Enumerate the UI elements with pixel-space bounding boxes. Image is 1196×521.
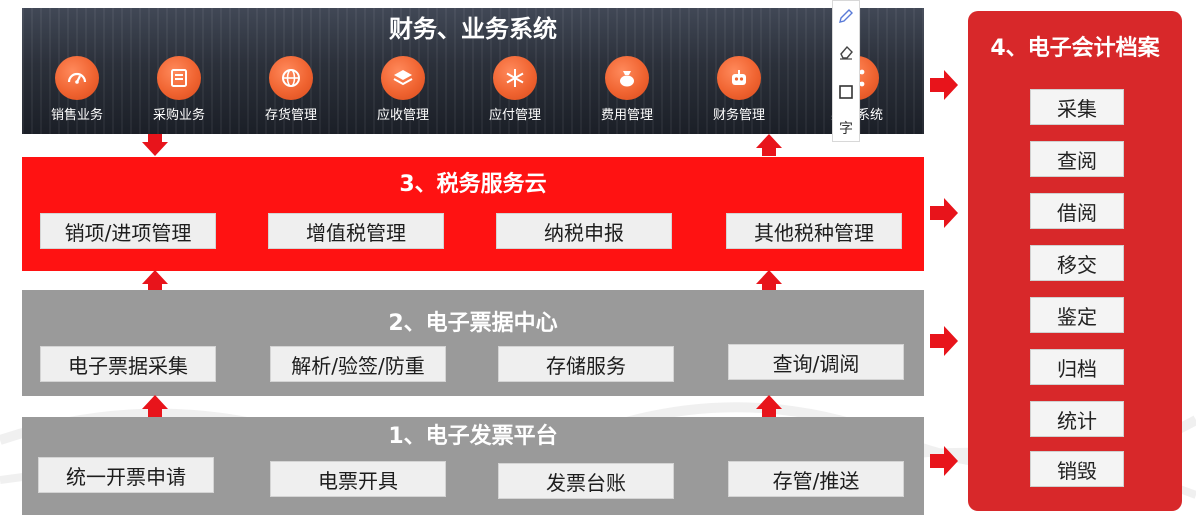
- biz-item-sales[interactable]: 销售业务: [22, 56, 132, 125]
- arrow-up-to-tax-left: [142, 270, 168, 292]
- money-bag-icon: [605, 56, 649, 100]
- annotation-toolbar: 字: [832, 0, 860, 142]
- archive-item-collect[interactable]: 采集: [1030, 89, 1124, 125]
- arrow-right-einv: [930, 446, 958, 476]
- archive-item-destroy[interactable]: 销毁: [1030, 451, 1124, 487]
- eraser-icon[interactable]: [833, 39, 859, 65]
- document-icon: [157, 56, 201, 100]
- ebill-item-storage[interactable]: 存储服务: [498, 346, 674, 382]
- biz-label: 存货管理: [264, 108, 317, 123]
- globe-icon: [269, 56, 313, 100]
- einv-item-apply[interactable]: 统一开票申请: [38, 457, 214, 493]
- biz-item-finance[interactable]: 财务管理: [684, 56, 794, 125]
- arrow-up-to-ebill-left: [142, 395, 168, 417]
- einv-item-ledger[interactable]: 发票台账: [498, 463, 674, 499]
- gauge-icon: [55, 56, 99, 100]
- einv-item-push[interactable]: 存管/推送: [728, 461, 904, 497]
- biz-item-purchase[interactable]: 采购业务: [124, 56, 234, 125]
- archive-item-transfer[interactable]: 移交: [1030, 245, 1124, 281]
- tax-cloud-layer: 3、税务服务云 销项/进项管理 增值税管理 纳税申报 其他税种管理: [22, 157, 924, 271]
- business-systems-layer: 财务、业务系统 销售业务 采购业务 存货管理 应收管理 应付管理 费用: [22, 8, 924, 134]
- archive-item-stats[interactable]: 统计: [1030, 401, 1124, 437]
- arrow-right-ebill: [930, 326, 958, 356]
- tax-item-output-input[interactable]: 销项/进项管理: [40, 213, 216, 249]
- ebill-item-verify[interactable]: 解析/验签/防重: [270, 346, 446, 382]
- rectangle-icon[interactable]: [833, 79, 859, 105]
- biz-label: 采购业务: [152, 108, 205, 123]
- arrow-right-biz: [930, 70, 958, 100]
- ebill-item-collect[interactable]: 电子票据采集: [40, 346, 216, 382]
- robot-icon: [717, 56, 761, 100]
- biz-label: 财务管理: [712, 108, 765, 123]
- tax-item-vat[interactable]: 增值税管理: [268, 213, 444, 249]
- tax-item-other[interactable]: 其他税种管理: [726, 213, 902, 249]
- archive-item-view[interactable]: 查阅: [1030, 141, 1124, 177]
- arrow-right-tax: [930, 198, 958, 228]
- arrow-down-to-tax: [142, 134, 168, 156]
- ebill-item-query[interactable]: 查询/调阅: [728, 344, 904, 380]
- tax-cloud-title: 3、税务服务云: [399, 172, 547, 197]
- arrow-up-to-tax-right: [756, 270, 782, 292]
- einv-item-issue[interactable]: 电票开具: [270, 461, 446, 497]
- biz-item-inventory[interactable]: 存货管理: [236, 56, 346, 125]
- snowflake-icon: [493, 56, 537, 100]
- biz-item-expense[interactable]: 费用管理: [572, 56, 682, 125]
- biz-label: 应付管理: [488, 108, 541, 123]
- ebill-center-layer: 2、电子票据中心 电子票据采集 解析/验签/防重 存储服务 查询/调阅: [22, 290, 924, 396]
- biz-item-payable[interactable]: 应付管理: [460, 56, 570, 125]
- ebill-center-title: 2、电子票据中心: [388, 311, 558, 336]
- layers-icon: [381, 56, 425, 100]
- archive-title: 4、电子会计档案: [990, 36, 1160, 61]
- einvoice-platform-title: 1、电子发票平台: [388, 424, 558, 449]
- biz-item-receivable[interactable]: 应收管理: [348, 56, 458, 125]
- einvoice-platform-layer: 1、电子发票平台 统一开票申请 电票开具 发票台账 存管/推送: [22, 417, 924, 515]
- archive-item-borrow[interactable]: 借阅: [1030, 193, 1124, 229]
- tax-item-filing[interactable]: 纳税申报: [496, 213, 672, 249]
- text-icon[interactable]: 字: [839, 121, 853, 137]
- pen-icon[interactable]: [833, 3, 859, 29]
- archive-item-file[interactable]: 归档: [1030, 349, 1124, 385]
- biz-label: 应收管理: [376, 108, 429, 123]
- arrow-up-to-biz: [756, 134, 782, 156]
- biz-label: 销售业务: [50, 108, 103, 123]
- archive-item-appraise[interactable]: 鉴定: [1030, 297, 1124, 333]
- arrow-up-to-ebill-right: [756, 395, 782, 417]
- accounting-archive-panel: 4、电子会计档案 采集 查阅 借阅 移交 鉴定 归档 统计 销毁: [968, 11, 1182, 511]
- biz-label: 费用管理: [600, 108, 653, 123]
- business-systems-title: 财务、业务系统: [389, 15, 557, 43]
